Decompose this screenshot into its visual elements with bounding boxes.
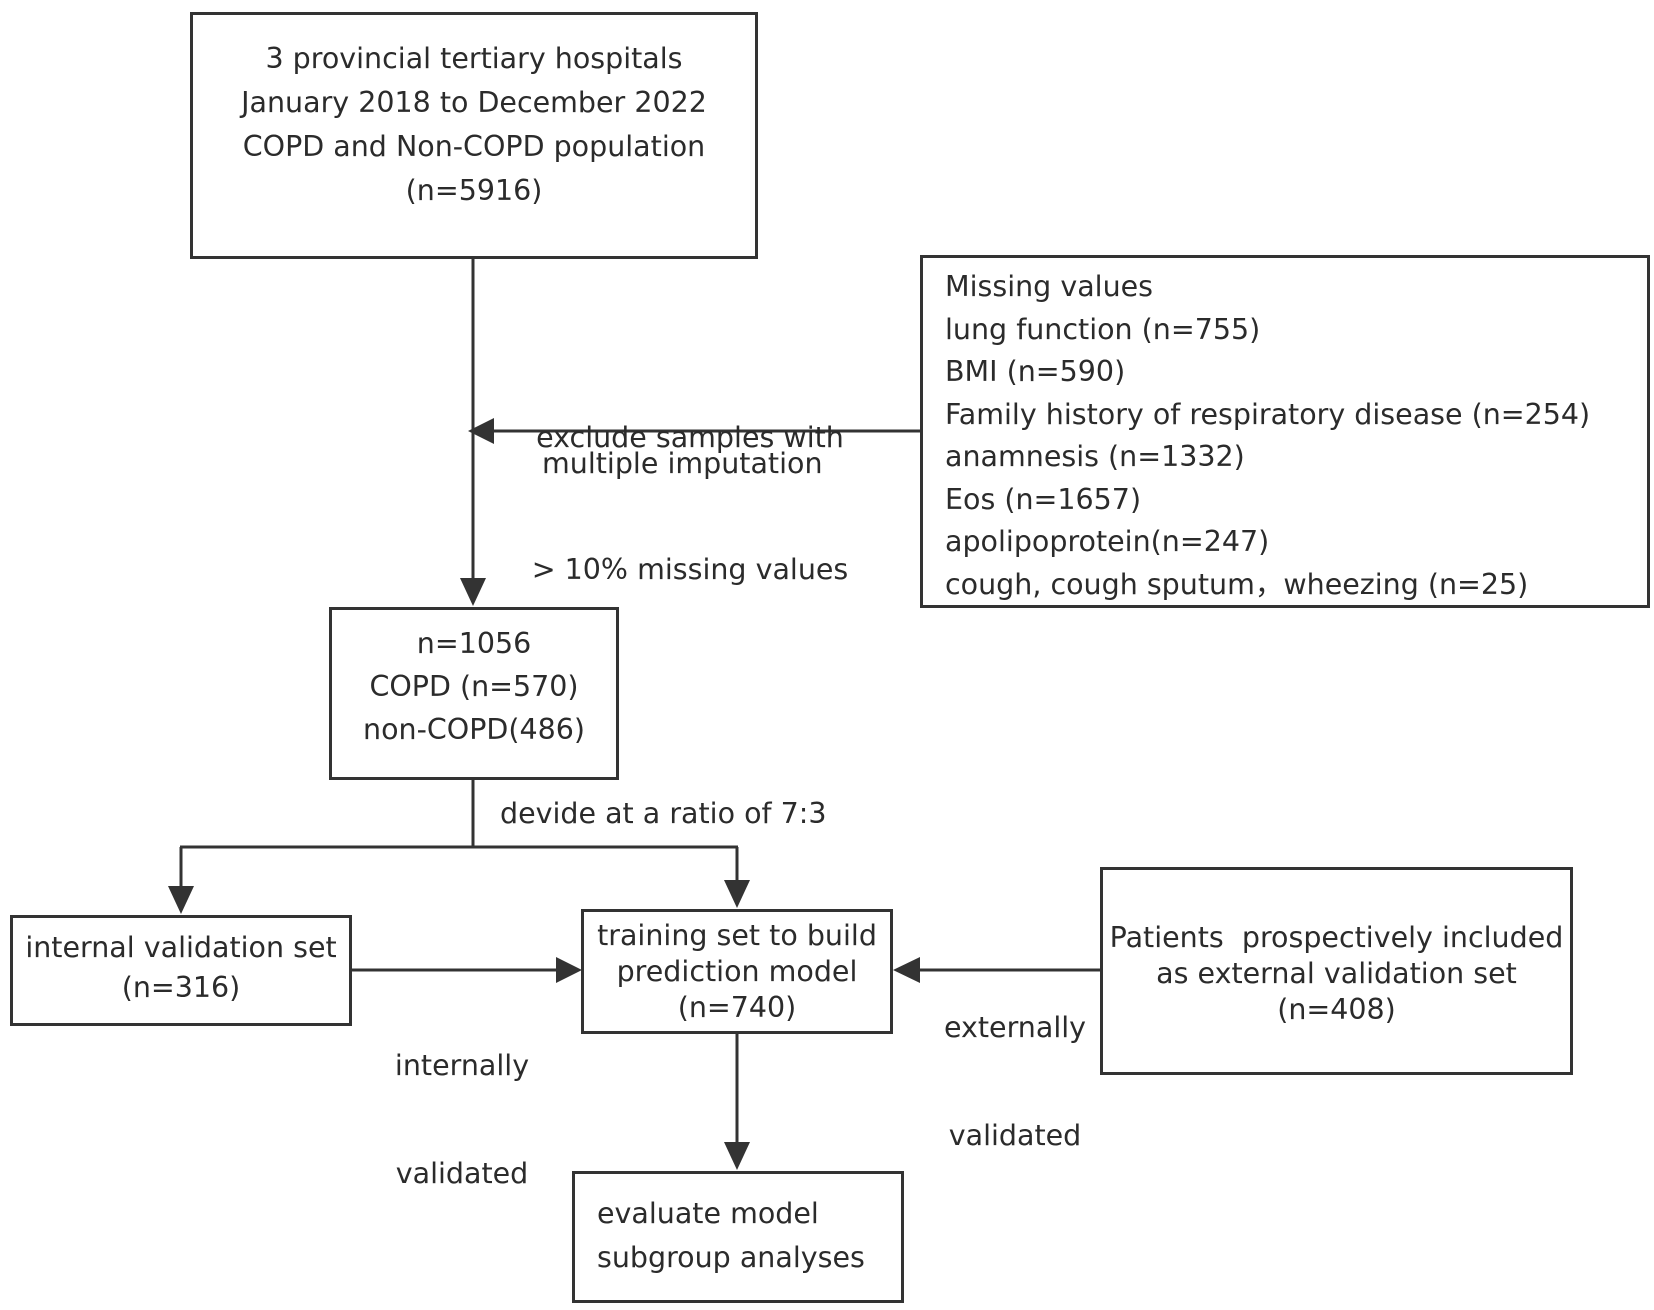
missing-lung-function: lung function (n=755) [945, 312, 1261, 346]
arrowhead-missing-to-mainline [468, 418, 494, 444]
internally-line-2: validated [395, 1157, 529, 1190]
internally-validated-label: internally validated [382, 976, 542, 1264]
missing-values-heading: Missing values [945, 270, 1154, 303]
cohort-copd: COPD (n=570) [369, 670, 579, 703]
evaluate-model-box: evaluate model subgroup analyses [572, 1171, 904, 1303]
arrowhead-training-to-evaluate [724, 1142, 750, 1170]
externally-line-2: validated [948, 1119, 1082, 1152]
internal-line-1: internal validation set [25, 931, 337, 964]
source-line-2: January 2018 to December 2022 [241, 86, 707, 119]
external-line-2: as external validation set [1156, 957, 1517, 990]
training-line-2: prediction model [616, 955, 858, 988]
exclude-line-2: > 10% missing values [531, 553, 849, 586]
exclude-line-1: exclude samples with [536, 421, 844, 454]
missing-bmi: BMI (n=590) [945, 355, 1126, 388]
internal-validation-box: internal validation set (n=316) [10, 915, 352, 1026]
evaluate-line-2: subgroup analyses [597, 1241, 865, 1274]
cohort-total: n=1056 [416, 627, 532, 660]
split-ratio-label: devide at a ratio of 7:3 [500, 797, 827, 830]
arrowhead-external-to-training [893, 957, 920, 983]
missing-eos: Eos (n=1657) [945, 482, 1142, 516]
arrowhead-source-to-cohort [460, 578, 486, 606]
external-line-3: (n=408) [1277, 993, 1396, 1026]
source-line-3: COPD and Non-COPD population [242, 130, 706, 163]
evaluate-line-1: evaluate model [597, 1197, 819, 1230]
external-line-1: Patients prospectively included [1109, 921, 1564, 954]
training-line-1: training set to build [597, 919, 877, 952]
multiple-imputation-label: multiple imputation [542, 447, 823, 480]
source-line-1: 3 provincial tertiary hospitals [265, 42, 683, 75]
missing-cough-wheezing: cough, cough sputum，wheezing (n=25) [945, 567, 1529, 601]
internally-line-1: internally [394, 1049, 530, 1082]
missing-anamnesis: anamnesis (n=1332) [945, 440, 1245, 473]
internal-line-2: (n=316) [121, 971, 241, 1004]
externally-validated-label: externally validated [935, 938, 1095, 1226]
source-population-box: 3 provincial tertiary hospitals January … [190, 12, 758, 259]
missing-family-history: Family history of respiratory disease (n… [945, 397, 1591, 431]
externally-line-1: externally [943, 1011, 1087, 1044]
missing-values-box: Missing values lung function (n=755) BMI… [920, 255, 1650, 608]
exclude-samples-label: exclude samples with > 10% missing value… [500, 328, 880, 680]
missing-apolipoprotein: apolipoprotein(n=247) [945, 525, 1270, 558]
training-line-3: (n=740) [677, 991, 797, 1024]
arrowhead-internal-to-training [556, 957, 582, 983]
source-line-4: (n=5916) [405, 174, 543, 207]
external-validation-box: Patients prospectively included as exter… [1100, 867, 1573, 1075]
cohort-non-copd: non-COPD(486) [363, 713, 585, 746]
cohort-box: n=1056 COPD (n=570) non-COPD(486) [329, 607, 619, 780]
arrowhead-split-to-internal [168, 886, 194, 914]
training-set-box: training set to build prediction model (… [581, 909, 893, 1034]
arrowhead-split-to-training [724, 880, 750, 908]
